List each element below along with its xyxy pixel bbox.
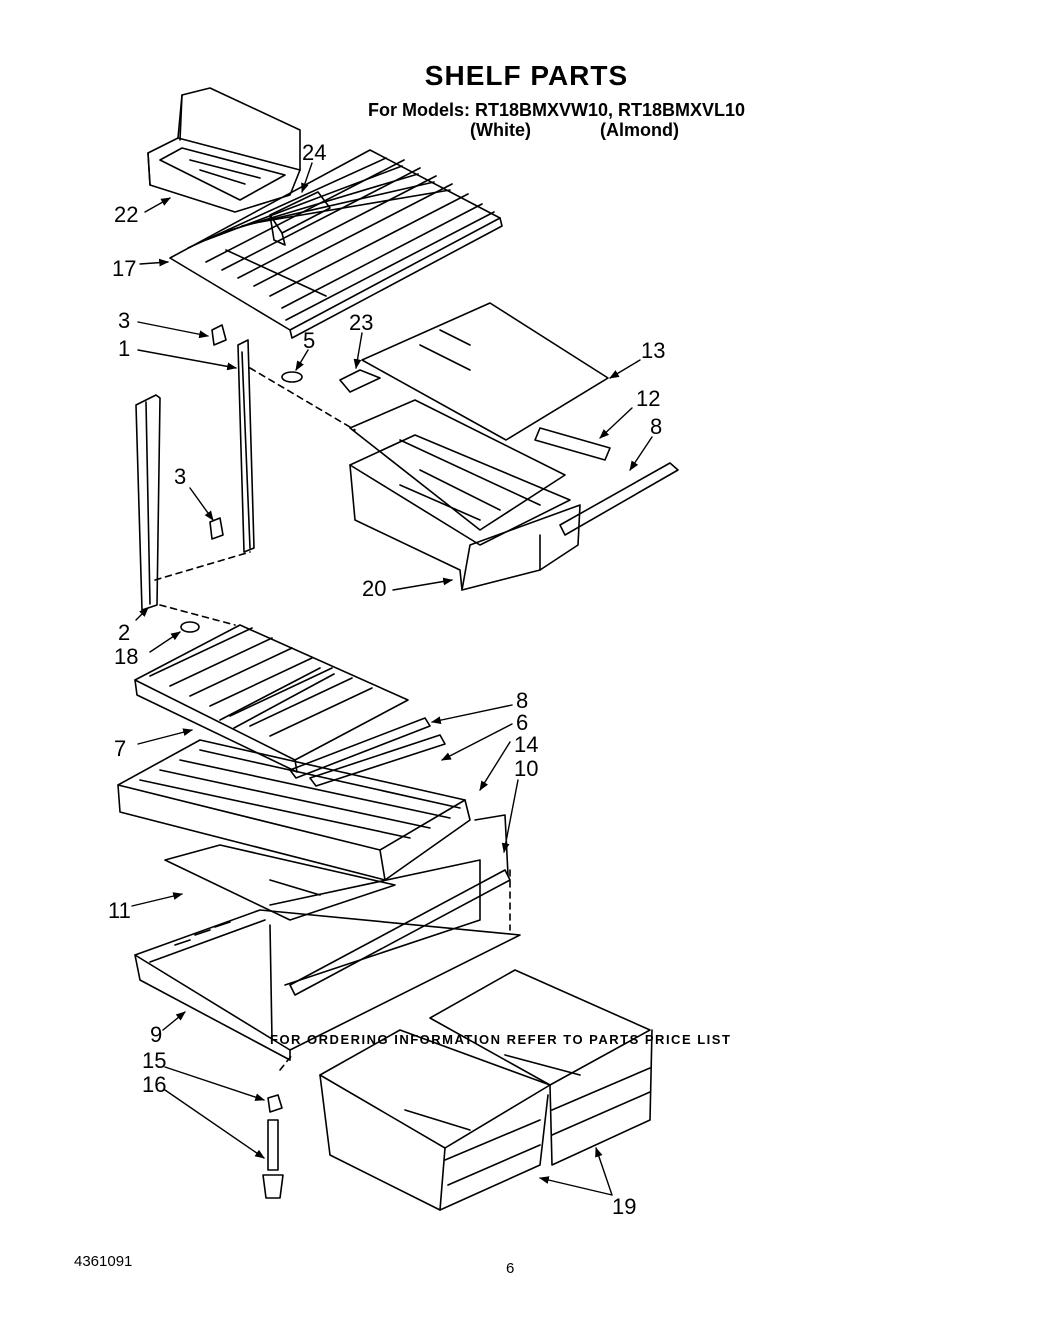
part-3-clip-lower (209, 517, 224, 540)
callout-3-upper: 3 (118, 308, 130, 333)
callout-13: 13 (641, 338, 665, 363)
part-1-rail (237, 339, 255, 553)
dashed-guide (154, 367, 356, 626)
part-12-rail (534, 427, 611, 461)
callout-6: 6 (516, 710, 528, 735)
callout-18: 18 (114, 644, 138, 669)
callout-8-lower: 8 (516, 688, 528, 713)
callout-7: 7 (114, 736, 126, 761)
callout-22: 22 (114, 202, 138, 227)
callout-24: 24 (302, 140, 326, 165)
document-number: 4361091 (74, 1253, 133, 1270)
variant-almond: (Almond) (600, 120, 679, 140)
callout-19: 19 (612, 1194, 636, 1219)
page-title: SHELF PARTS (424, 60, 629, 91)
models-line: For Models: RT18BMXVW10, RT18BMXVL10 (368, 100, 746, 120)
page-number: 6 (506, 1260, 515, 1277)
part-19-drawer-right (429, 969, 653, 1166)
callout-11: 11 (108, 898, 131, 923)
callout-1: 1 (118, 336, 130, 361)
part-15-bracket (267, 1094, 283, 1113)
part-23-slide (339, 369, 381, 393)
dashed-guide-lower (279, 869, 511, 1071)
part-16-leveler (262, 1119, 284, 1199)
leader-lines (131, 162, 653, 1196)
callout-23: 23 (349, 310, 373, 335)
part-7-wire-shelf (134, 624, 409, 773)
callout-5: 5 (303, 328, 315, 353)
callout-2: 2 (118, 620, 130, 645)
part-8-rail-lower (289, 717, 431, 779)
callout-12: 12 (636, 386, 660, 411)
callout-20: 20 (362, 576, 386, 601)
part-5-screw (281, 371, 303, 383)
part-6-rail (309, 734, 446, 787)
callout-17: 17 (112, 256, 136, 281)
callout-3-lower: 3 (174, 464, 186, 489)
part-9-tray (134, 909, 521, 1061)
callout-8-upper: 8 (650, 414, 662, 439)
callout-14: 14 (514, 732, 538, 757)
part-22-basket (147, 87, 301, 213)
callout-labels: 22 24 17 3 1 5 23 13 12 8 3 20 2 18 8 6 … (108, 140, 665, 1219)
callout-15: 15 (142, 1048, 166, 1073)
callout-16: 16 (142, 1072, 166, 1097)
part-10-frame (269, 814, 511, 996)
callout-10: 10 (514, 756, 538, 781)
part-3-clip-upper (211, 324, 227, 346)
ordering-note: FOR ORDERING INFORMATION REFER TO PARTS … (270, 1032, 732, 1047)
part-20-drawer (349, 399, 581, 591)
callout-9: 9 (150, 1022, 162, 1047)
part-2-rail (135, 394, 161, 611)
part-13-glass-cover (361, 302, 609, 441)
part-17-wire-shelf (169, 149, 503, 339)
variant-white: (White) (470, 120, 531, 140)
part-11-glass (164, 844, 396, 921)
part-18-screw (180, 621, 200, 633)
part-8-rail-upper (559, 462, 679, 536)
